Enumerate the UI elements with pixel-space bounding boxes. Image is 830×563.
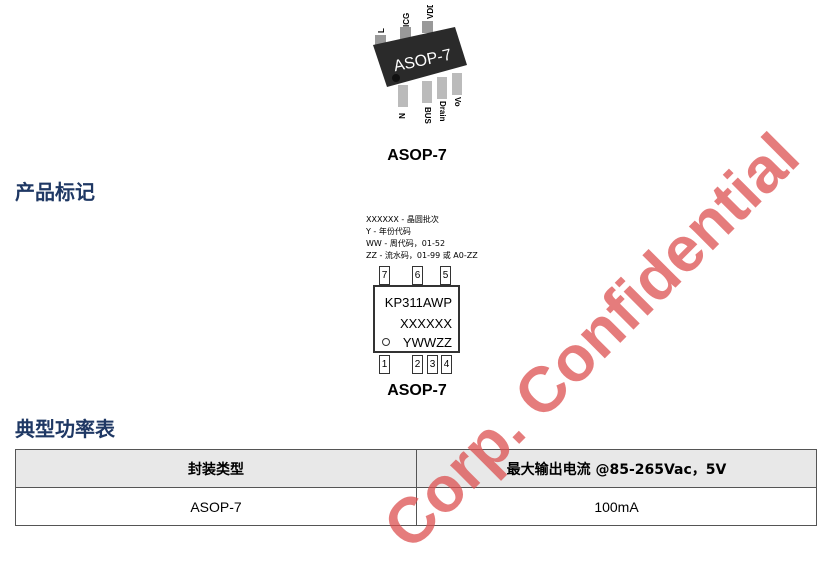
svg-text:VDD: VDD <box>426 5 435 19</box>
pin-6: 6 <box>412 266 423 285</box>
svg-text:ICG: ICG <box>402 13 411 27</box>
asop7-chip-image: ASOP-7 L ICG VDD N BUS Drain Vo <box>373 5 467 125</box>
mark-line: XXXXXX <box>399 316 452 331</box>
svg-text:N: N <box>397 113 406 119</box>
legend-line: WW - 周代码，01-52 <box>366 239 446 248</box>
table-row: ASOP-7 100mA <box>15 487 817 526</box>
pin1-dot-icon <box>382 338 390 346</box>
marking-caption: ASOP-7 <box>387 382 447 399</box>
svg-text:Vo: Vo <box>453 97 462 107</box>
marking-legend: XXXXXX - 晶圆批次 Y - 年份代码 WW - 周代码，01-52 ZZ… <box>366 214 478 262</box>
pin-7: 7 <box>379 266 390 285</box>
cell-current: 100mA <box>416 487 817 526</box>
section-title-power: 典型功率表 <box>15 417 115 441</box>
legend-line: Y - 年份代码 <box>366 227 411 236</box>
svg-text:L: L <box>377 28 386 33</box>
cell-package: ASOP-7 <box>15 487 417 526</box>
mark-line: KP311AWP <box>384 295 452 310</box>
legend-line: XXXXXX - 晶圆批次 <box>366 215 439 224</box>
pin-4: 4 <box>441 355 452 374</box>
section-title-marking: 产品标记 <box>15 180 95 204</box>
header-package: 封装类型 <box>15 449 417 488</box>
power-table: 封装类型 最大输出电流 @85-265Vac，5V ASOP-7 100mA <box>15 449 817 526</box>
svg-text:Drain: Drain <box>438 101 447 122</box>
pin-3: 3 <box>427 355 438 374</box>
svg-text:BUS: BUS <box>423 107 432 125</box>
package-outline: KP311AWP XXXXXX YWWZZ <box>373 285 460 353</box>
pin-1: 1 <box>379 355 390 374</box>
chip-caption: ASOP-7 <box>387 147 447 164</box>
pin-2: 2 <box>412 355 423 374</box>
mark-line: YWWZZ <box>402 335 452 350</box>
pin-5: 5 <box>440 266 451 285</box>
legend-line: ZZ - 流水码，01-99 或 A0-ZZ <box>366 251 478 260</box>
